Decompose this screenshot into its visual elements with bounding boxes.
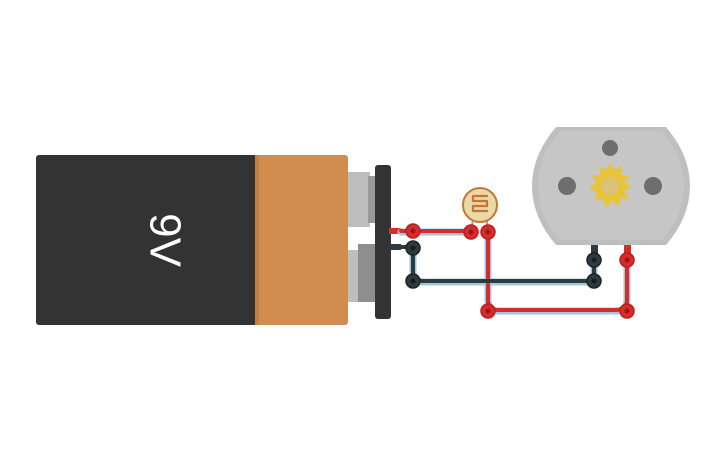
battery-cap [255, 155, 348, 325]
motor-screw-right [644, 177, 662, 195]
battery-body [36, 155, 258, 325]
battery-label: 9V [140, 213, 189, 267]
dc-motor-icon [589, 162, 632, 208]
battery-terminal-positive[interactable] [348, 172, 378, 227]
node-centers-red [410, 228, 630, 314]
battery-lead-positive [389, 228, 401, 234]
motor-shaft [601, 177, 619, 195]
battery-lead-negative [389, 244, 401, 250]
motor-screw-left [558, 177, 576, 195]
battery-cap-edge [255, 155, 259, 325]
motor-screw-top [602, 140, 618, 156]
connection-nodes[interactable] [405, 223, 635, 319]
battery-terminal-negative[interactable] [348, 244, 378, 302]
motor-lead-positive [624, 245, 631, 259]
battery-snap-connector[interactable] [375, 165, 391, 319]
photoresistor-trace [471, 194, 489, 213]
node-centers [410, 245, 597, 284]
wires-negative[interactable] [399, 245, 596, 283]
dc-motor[interactable] [532, 127, 690, 259]
photoresistor[interactable] [462, 187, 498, 232]
wire-battery-negative-to-motor[interactable] [399, 245, 596, 283]
motor-lead-negative [591, 245, 598, 259]
battery-9v[interactable]: 9V [36, 155, 401, 325]
